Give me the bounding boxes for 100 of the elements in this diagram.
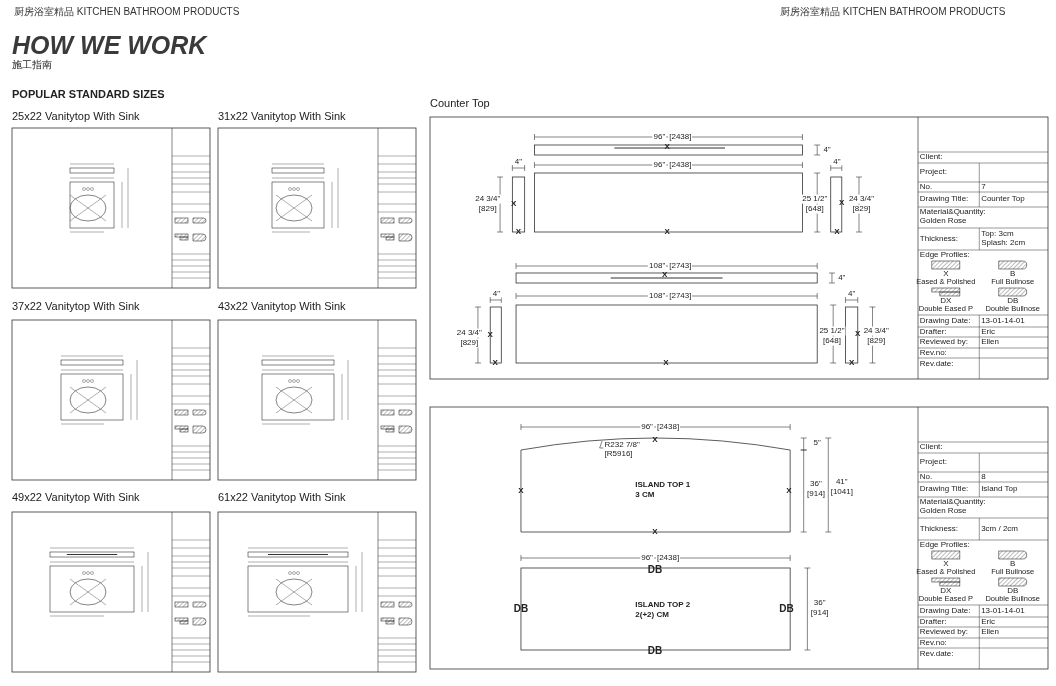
dimension-label: [829] [477,204,498,214]
field-label: Drafter: [919,617,947,627]
field-value: Counter Top [981,194,1025,204]
field-value: Ellen [981,627,999,637]
edge-profile-mark: X [848,358,855,368]
dimension-label: [2438] [668,160,693,170]
dimension-label: [648] [822,336,842,346]
drawing-caption: 25x22 Vanitytop With Sink [12,109,140,123]
field-label: Reviewed by: [919,337,968,347]
edge-profile-mark: DB [647,563,663,575]
part-name: ISLAND TOP 2 [635,600,691,610]
edge-profile-mark: X [492,358,498,368]
field-value: Island Top [981,484,1018,494]
field-label: Rev.no: [919,348,947,358]
field-label: Rev.no: [919,638,947,648]
field-value: 8 [981,472,986,482]
profile-code: DB [1007,586,1019,596]
dimension-label: [2743] [668,261,693,271]
edge-profile-mark: X [515,227,522,237]
dimension-label: 96" [652,160,667,170]
field-value: 13-01-14-01 [981,316,1025,326]
dimension-label: 24 3/4" [474,194,502,204]
edge-profile-mark: X [834,227,840,237]
dimension-label: 41" [834,477,849,487]
field-label: Client: [919,152,943,162]
dimension-label: 36" [809,479,823,489]
field-value: Top: 3cm Splash: 2cm [981,230,1027,248]
dimension-label: 96" [640,422,654,432]
dimension-label: 5" [812,438,822,448]
dimension-label: [914] [806,489,826,499]
edge-profile-mark: DB [513,602,529,614]
drawing-caption: 31x22 Vanitytop With Sink [218,109,346,123]
dimension-label: [2438] [655,422,681,432]
dimension-label: 36" [812,598,827,608]
profile-code: X [943,269,949,279]
edge-profile-mark: X [518,486,524,496]
profile-code: X [943,559,949,569]
field-label: Material&Quantity: [919,207,986,216]
field-value: Eric [981,617,995,627]
dimension-label: 4" [513,157,524,167]
dimension-label: [1041] [829,487,854,497]
dimension-label: [914] [809,608,830,618]
edge-profile-mark: X [839,198,845,208]
edge-profile-mark: X [855,329,861,339]
dimension-label: [829] [866,336,887,346]
header-tagline: 厨房浴室精品 KITCHEN BATHROOM PRODUCTS [780,5,1006,17]
field-label: Project: [919,457,947,467]
field-label: Thickness: [919,524,959,534]
field-value: 3cm / 2cm [981,524,1020,534]
field-label: Drawing Date: [919,316,971,326]
field-label: Material&Quantity: [919,497,986,506]
drawing-caption: Counter Top [430,96,490,110]
page-title: HOW WE WORK [12,32,207,60]
dimension-label: 4" [837,273,847,283]
field-label: Drawing Date: [919,606,971,616]
field-label: Project: [919,167,947,177]
field-label: Client: [919,442,943,452]
dimension-label: R232 7/8" [604,440,640,450]
field-value: Golden Rose [919,506,967,516]
field-label: Drafter: [919,327,947,337]
edge-profile-mark: X [663,358,669,368]
profile-code: DB [1007,296,1019,306]
field-label: No. [919,182,933,192]
edge-profile-mark: X [662,270,668,280]
profile-code: B [1010,559,1016,569]
edge-profile-mark: X [652,527,658,537]
field-label: Edge Profiles: [919,540,970,550]
field-label: Drawing Title: [919,194,969,204]
dimension-label: 25 1/2" [818,326,846,336]
dimension-label: [2438] [655,553,681,563]
dimension-label: 4" [846,289,857,299]
field-label: Rev.date: [919,359,954,369]
dimension-label: 24 3/4" [455,328,483,338]
part-name: 2(+2) CM [635,610,669,620]
field-label: Reviewed by: [919,627,968,637]
edge-profile-mark: X [664,142,670,152]
edge-profile-mark: X [510,199,517,209]
profile-code: DX [940,296,952,306]
dimension-label: 24 3/4" [847,194,875,204]
dimension-label: 96" [652,132,667,142]
edge-profile-mark: X [786,486,792,496]
subtitle: 施工指南 [12,58,52,70]
dimension-label: 108" [648,291,667,301]
field-value: Ellen [981,337,999,347]
dimension-label: 24 3/4" [862,326,890,336]
edge-profile-mark: X [652,435,658,445]
field-label: Drawing Title: [919,484,969,494]
edge-profile-mark: X [487,330,493,340]
part-name: 3 CM [635,490,655,500]
field-label: Rev.date: [919,649,954,659]
dimension-label: 4" [491,289,501,299]
field-label: No. [919,472,933,482]
part-name: ISLAND TOP 1 [635,480,691,490]
drawing-caption: 61x22 Vanitytop With Sink [218,490,346,504]
profile-code: B [1010,269,1016,279]
drawing-caption: 37x22 Vanitytop With Sink [12,299,140,313]
field-value: 7 [981,182,986,192]
profile-code: DX [940,586,952,596]
field-label: Edge Profiles: [919,250,970,260]
dimension-label: [2743] [668,291,693,301]
